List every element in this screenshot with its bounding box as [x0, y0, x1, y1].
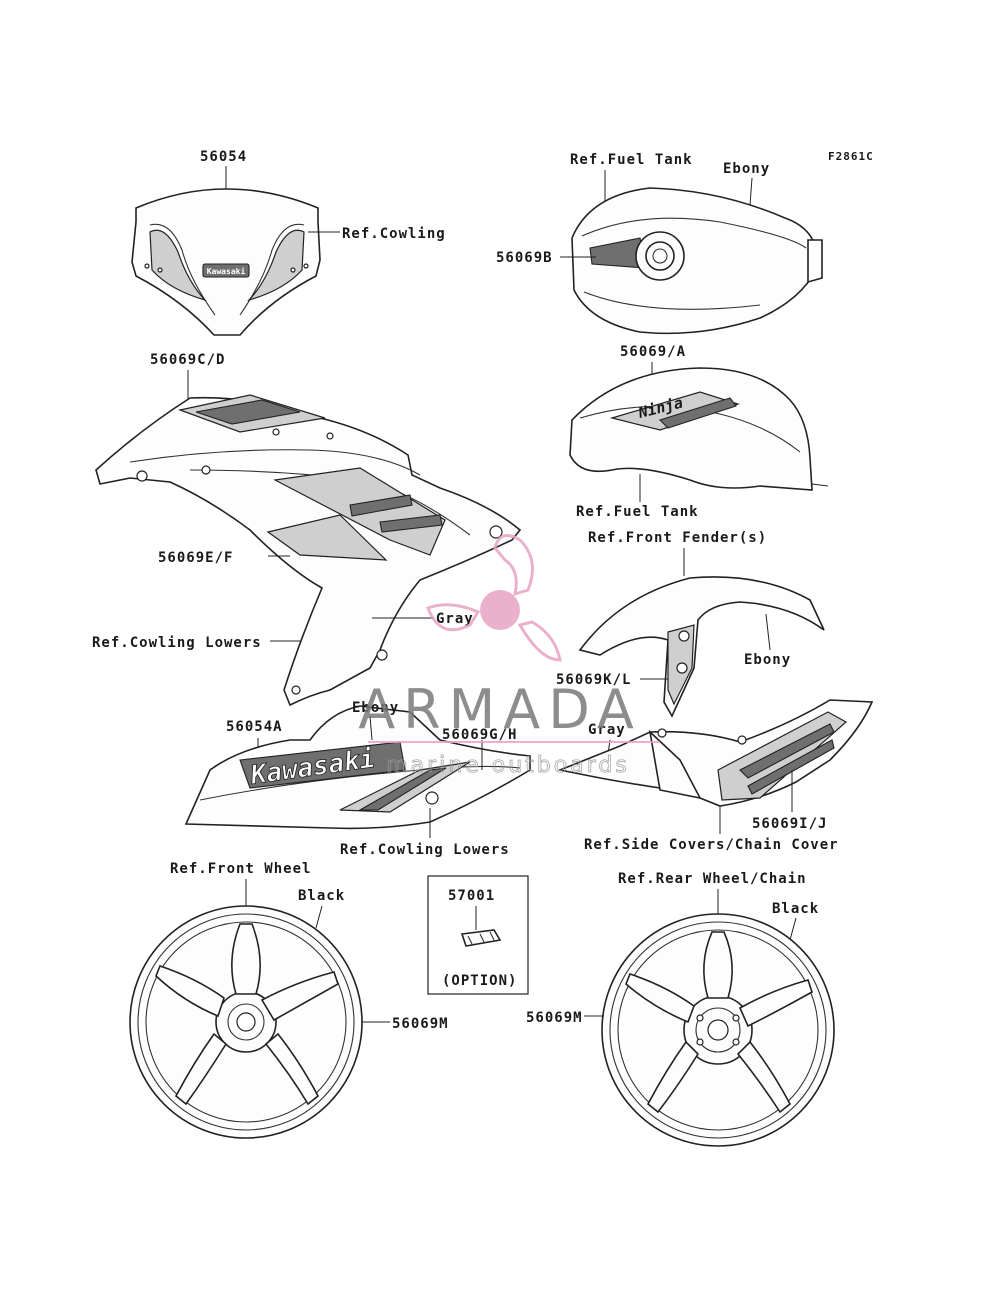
propeller-logo-icon [426, 534, 562, 662]
fuel-tank-top-group: Ref.Fuel Tank Ebony 56069B [496, 152, 823, 335]
cowling-lower-part-number-2[interactable]: 56069G/H [442, 727, 517, 743]
windscreen-part-number[interactable]: 56054 [200, 149, 247, 165]
watermark-brand: ARMADA [358, 678, 642, 741]
front-wheel-part-number[interactable]: 56069M [392, 1016, 449, 1032]
windscreen-badge-text: Kawasaki [207, 266, 246, 276]
side-cover-group: Gray 56069I/J Ref.Side Covers/Chain Cove… [557, 699, 874, 853]
front-wheel-ref[interactable]: Ref.Front Wheel [170, 861, 311, 877]
fuel-tank-side-group: 56069/A Ninja Ref.Fuel Tank [569, 344, 829, 520]
armada-watermark: ARMADA marine outboards [358, 534, 660, 778]
front-wheel-group: Ref.Front Wheel Black 56069M [129, 861, 449, 1139]
windscreen-badge [202, 263, 250, 278]
windscreen-ref[interactable]: Ref.Cowling [342, 226, 446, 242]
front-fender-group: Ref.Front Fender(s) Ebony 56069K/L [556, 530, 825, 718]
rear-wheel-color[interactable]: Black [772, 901, 819, 917]
windscreen-group: 56054 Kawasaki Ref.Cowling [131, 149, 446, 336]
cowling-upper-group: 56069C/D 56069E/F Ref.Cowling Lowers Gra… [92, 352, 522, 707]
option-part-number[interactable]: 57001 [448, 888, 495, 904]
cowling-upper-ref[interactable]: Ref.Cowling Lowers [92, 635, 262, 651]
cowling-lower-color[interactable]: Ebony [352, 700, 399, 716]
rear-wheel-group: Ref.Rear Wheel/Chain Black 56069M [526, 871, 835, 1147]
cowling-upper-part-number-2[interactable]: 56069E/F [158, 550, 233, 566]
tank-top-ref[interactable]: Ref.Fuel Tank [570, 152, 693, 168]
figure-code: F2861C [828, 150, 874, 163]
front-fender-ref[interactable]: Ref.Front Fender(s) [588, 530, 767, 546]
watermark-tagline: marine outboards [386, 753, 630, 778]
cowling-lower-part-number-1[interactable]: 56054A [226, 719, 283, 735]
cowling-lower-badge [239, 741, 406, 789]
cowling-lower-group: 56054A Kawasaki Ebony 56069G/H Ref.Cowli… [184, 700, 531, 858]
cowling-lower-ref[interactable]: Ref.Cowling Lowers [340, 842, 510, 858]
front-wheel [129, 905, 363, 1139]
front-fender-color[interactable]: Ebony [744, 652, 791, 668]
rear-wheel-part-number[interactable]: 56069M [526, 1010, 583, 1026]
side-cover-ref[interactable]: Ref.Side Covers/Chain Cover [584, 837, 839, 853]
cowling-upper-part-number-1[interactable]: 56069C/D [150, 352, 225, 368]
windscreen [131, 188, 321, 336]
rear-wheel [601, 913, 835, 1147]
tank-top-part-number[interactable]: 56069B [496, 250, 553, 266]
option-note[interactable]: (OPTION) [442, 973, 517, 989]
side-cover-color[interactable]: Gray [588, 722, 626, 738]
front-wheel-color[interactable]: Black [298, 888, 345, 904]
tank-top-color[interactable]: Ebony [723, 161, 770, 177]
rear-wheel-ref[interactable]: Ref.Rear Wheel/Chain [618, 871, 807, 887]
tank-side-ref[interactable]: Ref.Fuel Tank [576, 504, 699, 520]
tank-side-part-number[interactable]: 56069/A [620, 344, 686, 360]
cowling-upper-color[interactable]: Gray [436, 611, 474, 627]
front-fender-part-number[interactable]: 56069K/L [556, 672, 631, 688]
side-cover-part-number[interactable]: 56069I/J [752, 816, 827, 832]
option-box-group: 57001 (OPTION) [427, 875, 529, 995]
fuel-tank-side [569, 367, 813, 491]
